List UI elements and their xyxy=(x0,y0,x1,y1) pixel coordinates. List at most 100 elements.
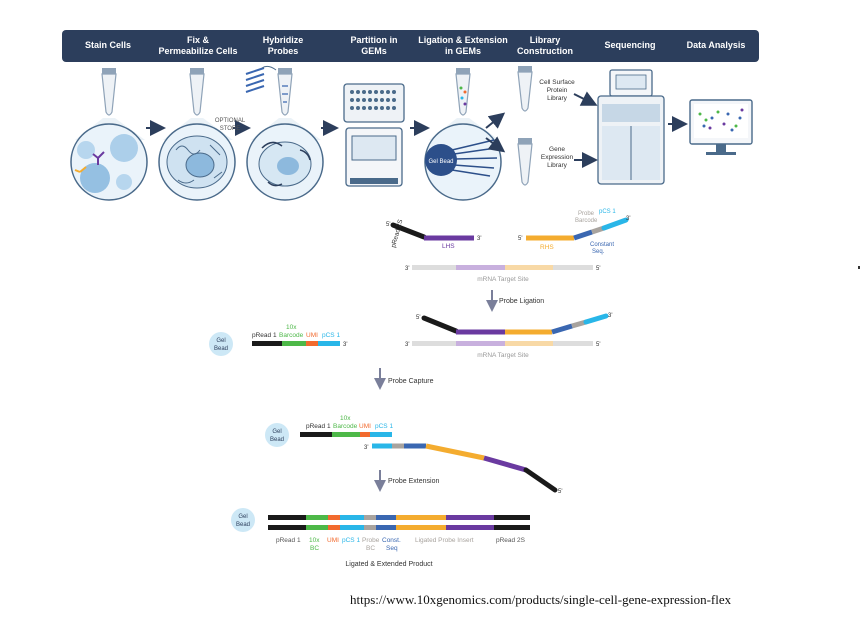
bead2-3prime: 3' xyxy=(364,445,368,451)
sequencer-icon xyxy=(597,69,665,185)
right-probe-pcs-label: pCS 1 xyxy=(599,209,616,215)
step-data-analysis: Data Analysis xyxy=(687,40,746,50)
probe-ligation-label: Probe Ligation xyxy=(499,298,544,305)
left-probe-3prime: 3' xyxy=(477,236,481,242)
bead2-label-line2: Bead xyxy=(270,437,284,443)
final-product-diagram: Gel Bead pRead 1 1 xyxy=(231,508,530,568)
bead2-barcode-label: Barcode xyxy=(333,423,358,430)
ligated-probe-pcs-segment xyxy=(583,313,609,325)
final-bead-label-line2: Bead xyxy=(236,522,250,528)
right-probe-constant-line2: Seq. xyxy=(592,249,605,255)
bead1-read-segment xyxy=(252,341,282,346)
bead2-read-segment xyxy=(300,432,332,437)
gene-expression-library-line3: Library xyxy=(547,162,568,169)
step-ligation-line2: in GEMs xyxy=(445,46,481,56)
final-read1-label: pRead 1 xyxy=(276,537,301,544)
gel-bead-oligo-diagram: Gel Bead pRead 1 10x Barcode UMI pCS 1 3… xyxy=(209,324,347,356)
ligated-probe-constant-segment xyxy=(551,323,573,335)
left-probe-read-segment xyxy=(390,222,427,240)
probe-hybridization-diagram: 5' pRead 2S LHS 3' 5' RHS Probe Barcode … xyxy=(386,209,630,359)
stray-mark xyxy=(858,266,860,269)
step-library-line2: Construction xyxy=(517,46,573,56)
bead2-pcs-segment xyxy=(370,432,392,437)
final-umi-label: UMI xyxy=(327,537,339,544)
mrna1-label: mRNA Target Site xyxy=(477,276,529,283)
gel-bead-icon xyxy=(265,423,289,447)
bead1-pcs-label: pCS 1 xyxy=(322,332,340,339)
final-bottom-strand xyxy=(268,525,530,530)
right-probe-3prime: 3' xyxy=(626,216,630,222)
stained-cells-icon xyxy=(70,123,148,201)
right-probe-barcode-line2: Barcode xyxy=(575,218,598,224)
captured-lhs-segment xyxy=(483,455,527,473)
final-seq-label: Seq xyxy=(386,545,398,552)
bead1-umi-label: UMI xyxy=(306,332,318,339)
bead2-5prime: 5' xyxy=(558,489,562,495)
optional-store-line2: STORE xyxy=(220,126,241,132)
probe-extension-label: Probe Extension xyxy=(388,478,439,485)
tube-icon xyxy=(277,68,293,116)
captured-read-segment xyxy=(523,467,558,493)
tube-icon xyxy=(455,68,471,116)
final-const-label: Const. xyxy=(382,537,401,544)
tube-icon xyxy=(189,68,205,116)
gem-droplet-icon: Gel Bead xyxy=(424,123,502,201)
captured-probe-diagram: Gel Bead pRead 1 10x Barcode UMI pCS 1 3… xyxy=(265,415,562,495)
final-probe-label: Probe xyxy=(362,537,380,544)
mrna1-5prime: 5' xyxy=(596,266,600,272)
bead1-10x-label: 10x xyxy=(286,324,297,331)
probe-capture-label: Probe Capture xyxy=(388,378,434,385)
right-probe-barcode-line1: Probe xyxy=(578,211,595,217)
mrna2-label: mRNA Target Site xyxy=(477,352,529,359)
bead1-umi-segment xyxy=(306,341,318,346)
bead2-10x-label: 10x xyxy=(340,415,351,422)
final-bc-label: BC xyxy=(310,545,319,552)
tube-icon xyxy=(101,68,117,116)
gene-expression-library-tube-icon xyxy=(517,138,533,186)
right-probe-constant-segment xyxy=(573,229,593,241)
flow-arrow-5a xyxy=(485,112,506,129)
bead1-read-label: pRead 1 xyxy=(252,332,277,339)
cell-surface-library-line2: Protein xyxy=(547,87,568,94)
final-top-strand xyxy=(268,515,530,520)
protein-library-tube-icon xyxy=(517,66,533,112)
bead2-barcode-segment xyxy=(332,432,360,437)
ligated-probe-read-segment xyxy=(421,315,459,334)
bead1-3prime: 3' xyxy=(343,342,347,348)
bead1-label-line1: Gel xyxy=(216,338,225,344)
bead1-barcode-label: Barcode xyxy=(279,332,304,339)
bead2-umi-label: UMI xyxy=(359,423,371,430)
gene-expression-library-line1: Gene xyxy=(549,146,565,153)
header-bar xyxy=(62,30,759,62)
final-10x-label: 10x xyxy=(309,537,320,544)
gel-bead-tilted-label: Gel Bead xyxy=(428,159,453,165)
data-analysis-monitor-icon xyxy=(689,99,753,155)
final-insert-label: Ligated Probe Insert xyxy=(415,537,474,544)
right-probe-rhs-label: RHS xyxy=(540,244,554,251)
ligated-probe-3prime: 3' xyxy=(608,313,612,319)
bead2-umi-segment xyxy=(360,432,370,437)
cell-surface-library-line3: Library xyxy=(547,95,568,102)
bead1-label-line2: Bead xyxy=(214,346,228,352)
mrna-strand-1 xyxy=(412,265,593,270)
step-ligation-line1: Ligation & Extension xyxy=(418,35,508,45)
final-probe-bc-label: BC xyxy=(366,545,375,552)
workflow-icons: OPTIONAL STORE xyxy=(70,65,753,201)
mrna2-3prime: 3' xyxy=(405,342,409,348)
captured-rhs-segment xyxy=(425,443,485,461)
mrna1-3prime: 3' xyxy=(405,266,409,272)
flow-arrow-5b xyxy=(485,136,506,153)
step-partition-line2: GEMs xyxy=(361,46,387,56)
fixed-cell-icon xyxy=(158,123,236,201)
step-stain-cells: Stain Cells xyxy=(85,40,131,50)
final-bead-label-line1: Gel xyxy=(238,514,247,520)
step-hybridize-line1: Hybridize xyxy=(263,35,304,45)
step-partition-line1: Partition in xyxy=(351,35,398,45)
bead1-barcode-segment xyxy=(282,341,306,346)
gel-bead-icon xyxy=(231,508,255,532)
mrna-strand-2 xyxy=(412,341,593,346)
hybridized-cell-icon xyxy=(246,123,324,201)
step-hybridize-line2: Probes xyxy=(268,46,299,56)
source-url-text: https://www.10xgenomics.com/products/sin… xyxy=(350,592,732,607)
